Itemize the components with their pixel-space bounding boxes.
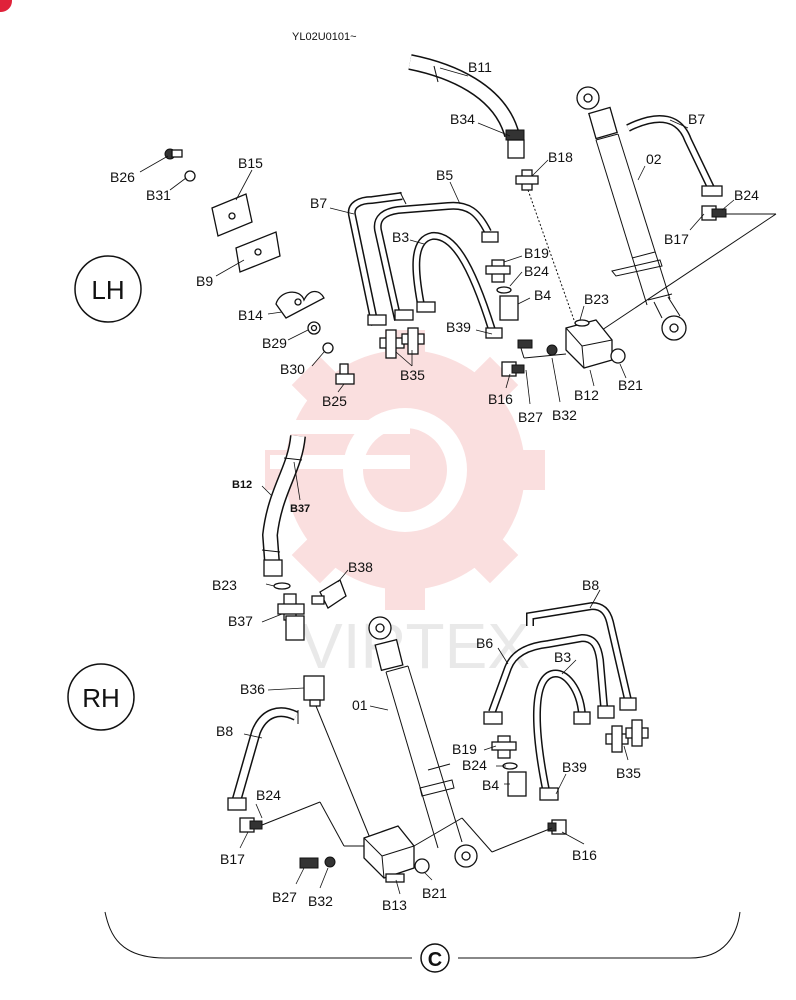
group-rh-circle: RH bbox=[67, 663, 135, 731]
label-b3-lh: B3 bbox=[392, 229, 409, 245]
valve-block-b13 bbox=[299, 825, 430, 883]
label-b7-left: B7 bbox=[310, 195, 327, 211]
valve-block-b12 bbox=[519, 319, 626, 369]
svg-text:RH: RH bbox=[82, 683, 120, 713]
label-b27-lh: B27 bbox=[518, 409, 543, 425]
label-b32-lh: B32 bbox=[552, 407, 577, 423]
label-b9: B9 bbox=[196, 273, 213, 289]
label-01: 01 bbox=[352, 697, 368, 713]
label-b8-right: B8 bbox=[582, 577, 599, 593]
label-b13: B13 bbox=[382, 897, 407, 913]
label-b27-rh: B27 bbox=[272, 889, 297, 905]
fitting-b17-lh bbox=[595, 205, 777, 335]
label-b35-lh: B35 bbox=[400, 367, 425, 383]
label-b12-lh: B12 bbox=[574, 387, 599, 403]
tee-b37-rh bbox=[273, 579, 347, 641]
hose-b12 bbox=[261, 435, 306, 577]
label-b15: B15 bbox=[238, 155, 263, 171]
label-b18: B18 bbox=[548, 149, 573, 165]
label-b24-lh: B24 bbox=[524, 263, 549, 279]
label-02: 02 bbox=[646, 151, 662, 167]
label-b12-rh: B12 bbox=[232, 479, 252, 491]
label-b16-rh: B16 bbox=[572, 847, 597, 863]
brackets-b15-b9-b14 bbox=[211, 193, 325, 319]
label-b30: B30 bbox=[280, 361, 305, 377]
tees-b35-lh bbox=[379, 327, 425, 359]
label-b29: B29 bbox=[262, 335, 287, 351]
cylinder-01 bbox=[368, 616, 478, 868]
label-b39-lh: B39 bbox=[446, 319, 471, 335]
label-b36: B36 bbox=[240, 681, 265, 697]
label-b16-lh: B16 bbox=[488, 391, 513, 407]
part-labels: B11 B34 B18 B7 02 B24 B17 B26 B31 B15 B5… bbox=[110, 59, 759, 913]
label-b19-rh: B19 bbox=[452, 741, 477, 757]
label-b34: B34 bbox=[450, 111, 475, 127]
label-b32-rh: B32 bbox=[308, 893, 333, 909]
fitting-b16-b27-lh bbox=[501, 339, 533, 377]
label-b35-rh: B35 bbox=[616, 765, 641, 781]
tees-b35-rh bbox=[605, 719, 649, 753]
fasteners-lh bbox=[164, 148, 355, 385]
fitting-b19-b4-rh bbox=[491, 735, 527, 797]
watermark-text: VIRTEX bbox=[300, 610, 530, 682]
label-b21-rh: B21 bbox=[422, 885, 447, 901]
label-b21-lh: B21 bbox=[618, 377, 643, 393]
section-brace: C bbox=[104, 911, 741, 973]
label-b6: B6 bbox=[476, 635, 493, 651]
label-b23-rh: B23 bbox=[212, 577, 237, 593]
svg-text:C: C bbox=[428, 949, 442, 971]
pipe-b7-right bbox=[626, 115, 723, 197]
label-b26: B26 bbox=[110, 169, 135, 185]
hose-b11 bbox=[408, 54, 525, 159]
serial-number: YL02U0101~ bbox=[292, 31, 357, 43]
label-b8-left: B8 bbox=[216, 723, 233, 739]
label-b4-rh: B4 bbox=[482, 777, 499, 793]
pipes-b5-b3-b7-lh bbox=[347, 192, 503, 339]
label-b31: B31 bbox=[146, 187, 171, 203]
label-b38: B38 bbox=[348, 559, 373, 575]
pipe-b8-left bbox=[227, 707, 299, 811]
label-b37-hose: B37 bbox=[290, 503, 310, 515]
group-lh-circle: LH bbox=[74, 255, 142, 323]
svg-text:LH: LH bbox=[91, 275, 124, 305]
label-b7-right: B7 bbox=[688, 111, 705, 127]
pipes-b8-b6-b3-rh bbox=[483, 601, 637, 801]
label-b39-rh: B39 bbox=[562, 759, 587, 775]
label-b4-lh: B4 bbox=[534, 287, 551, 303]
label-b17-rh: B17 bbox=[220, 851, 245, 867]
label-b37-tee: B37 bbox=[228, 613, 253, 629]
label-b3-rh: B3 bbox=[554, 649, 571, 665]
label-b17-lh: B17 bbox=[664, 231, 689, 247]
label-b23-lh: B23 bbox=[584, 291, 609, 307]
label-b14: B14 bbox=[238, 307, 263, 323]
fitting-b17-rh bbox=[239, 801, 364, 847]
label-b24-rh-mid: B24 bbox=[462, 757, 487, 773]
label-b5: B5 bbox=[436, 167, 453, 183]
label-b24-lh-right: B24 bbox=[734, 187, 759, 203]
fitting-b19-b4-lh bbox=[485, 259, 519, 321]
label-b19-lh: B19 bbox=[524, 245, 549, 261]
cylinder-02 bbox=[576, 86, 687, 341]
label-b25: B25 bbox=[322, 393, 347, 409]
fitting-b18 bbox=[515, 169, 575, 321]
label-b24-rh-left: B24 bbox=[256, 787, 281, 803]
leader-lines bbox=[139, 67, 735, 895]
label-b11: B11 bbox=[468, 59, 492, 75]
fitting-b16-rh bbox=[413, 817, 567, 853]
